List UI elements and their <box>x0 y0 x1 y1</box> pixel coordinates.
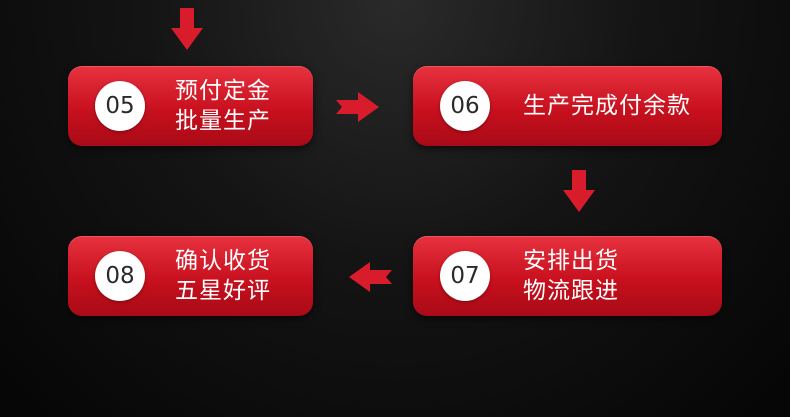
step-05-number: 05 <box>95 81 145 131</box>
step-07-line-2: 物流跟进 <box>523 278 619 304</box>
step-05-line-2: 批量生产 <box>175 108 271 134</box>
arrow-down-icon <box>563 170 595 212</box>
step-07-number: 07 <box>440 251 490 301</box>
step-08-box: 08 确认收货 五星好评 <box>68 236 313 316</box>
step-08-line-1: 确认收货 <box>175 248 271 274</box>
arrow-right-icon <box>336 92 379 122</box>
step-08-number: 08 <box>95 251 145 301</box>
step-05-box: 05 预付定金 批量生产 <box>68 66 313 146</box>
step-05-line-1: 预付定金 <box>175 78 271 104</box>
step-06-number: 06 <box>440 81 490 131</box>
step-08-line-2: 五星好评 <box>175 278 271 304</box>
step-07-line-1: 安排出货 <box>523 248 619 274</box>
step-06-line-1: 生产完成付余款 <box>523 93 691 119</box>
step-07-box: 07 安排出货 物流跟进 <box>413 236 722 316</box>
step-06-box: 06 生产完成付余款 <box>413 66 722 146</box>
arrow-down-icon <box>171 8 203 50</box>
arrow-left-icon <box>349 262 392 292</box>
